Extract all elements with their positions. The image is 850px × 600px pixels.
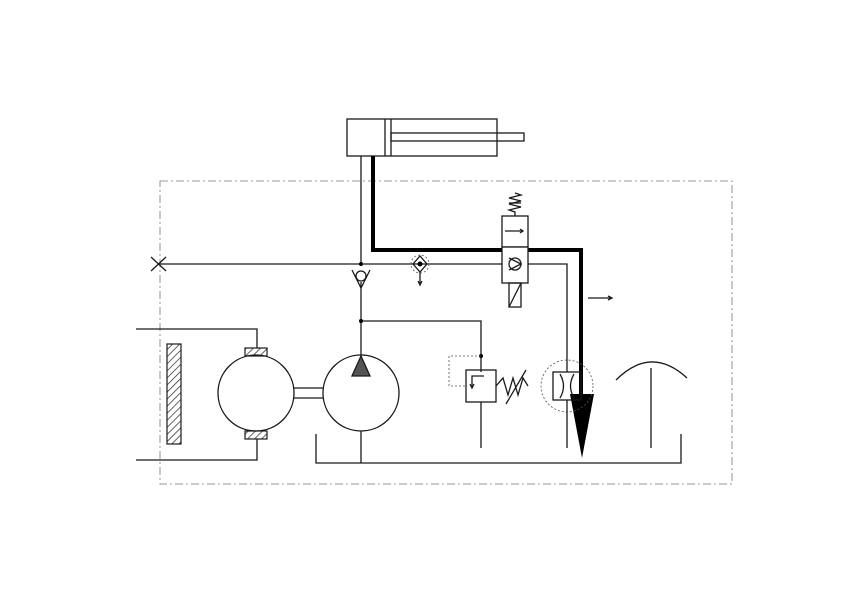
motor-pump-coupling <box>294 387 323 399</box>
pilot-check-valve <box>410 254 430 287</box>
pressure-gauge <box>615 361 688 448</box>
check-valve <box>351 269 371 290</box>
power-block-boundary <box>159 180 733 485</box>
throttle-valve <box>540 359 594 448</box>
drain-arrow-icon <box>588 295 614 301</box>
double-acting-cylinder <box>346 118 525 157</box>
flow-path-line <box>371 156 583 400</box>
flow-direction-arrow <box>570 394 594 458</box>
tank-return-line <box>315 434 682 464</box>
hydraulic-pump <box>322 354 400 463</box>
pressure-relief-valve <box>448 355 529 448</box>
plugged-port-icon <box>150 256 167 272</box>
solenoid-directional-valve <box>501 192 529 308</box>
electric-motor <box>136 328 295 461</box>
